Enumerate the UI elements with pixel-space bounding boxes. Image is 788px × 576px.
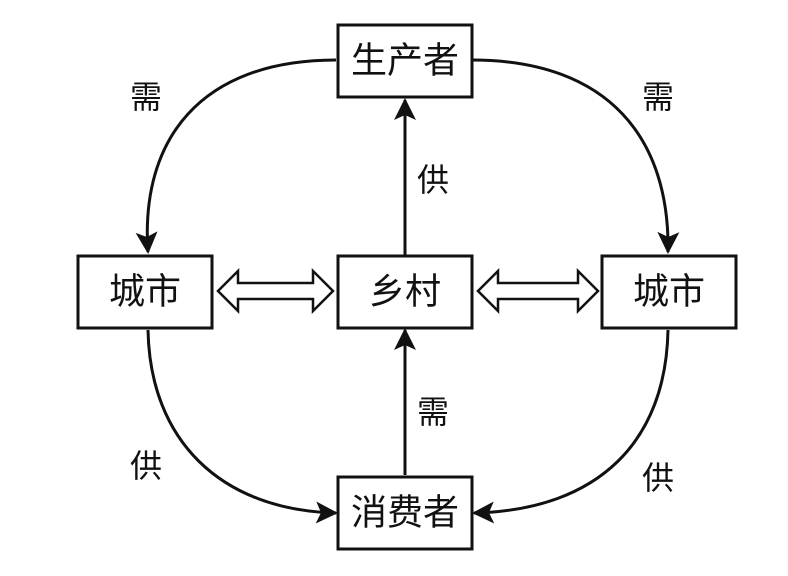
node-city-right: 城市 bbox=[600, 254, 738, 330]
edge-label-top-right: 需 bbox=[642, 78, 674, 116]
exchange-arrow-left bbox=[216, 267, 335, 315]
flow-right-city-to-consumer bbox=[472, 329, 670, 524]
node-city-left: 城市 bbox=[76, 254, 214, 330]
flow-left-city-to-consumer bbox=[146, 329, 338, 524]
edge-label-center-lower: 需 bbox=[417, 393, 449, 431]
node-village-label: 乡村 bbox=[369, 272, 441, 313]
node-producer: 生产者 bbox=[336, 23, 474, 99]
edge-label-top-left: 需 bbox=[130, 78, 162, 116]
flow-producer-to-right-city bbox=[471, 58, 680, 254]
node-consumer: 消费者 bbox=[336, 475, 474, 551]
node-producer-label: 生产者 bbox=[351, 41, 459, 82]
exchange-arrow-right bbox=[476, 267, 600, 315]
node-city-left-label: 城市 bbox=[109, 272, 181, 313]
edge-label-bottom-left: 供 bbox=[130, 447, 162, 485]
flow-producer-to-left-city bbox=[135, 58, 337, 254]
edge-label-bottom-right: 供 bbox=[642, 459, 674, 497]
node-village: 乡村 bbox=[336, 254, 474, 330]
node-consumer-label: 消费者 bbox=[351, 493, 459, 534]
edge-label-center-upper: 供 bbox=[417, 161, 449, 199]
node-city-right-label: 城市 bbox=[633, 272, 705, 313]
